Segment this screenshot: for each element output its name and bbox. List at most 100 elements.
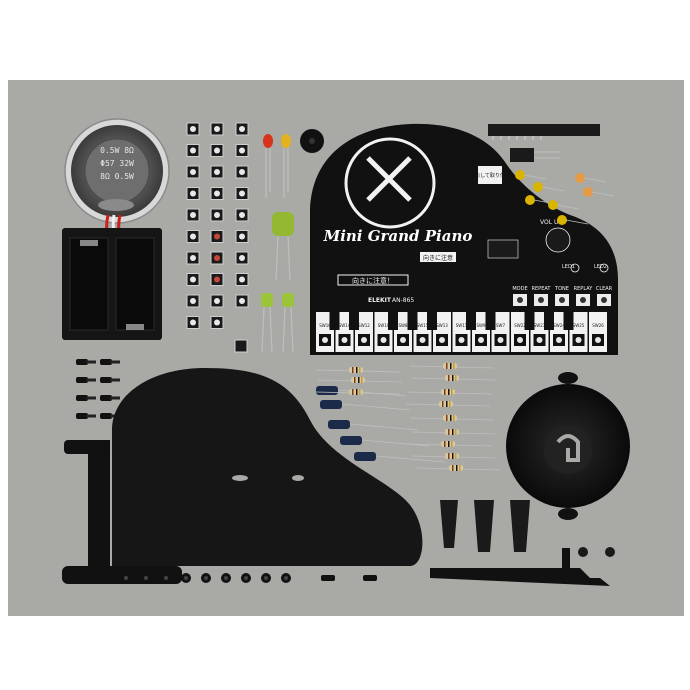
piano-case-base xyxy=(62,368,423,584)
screw xyxy=(100,413,112,419)
black-key xyxy=(466,312,476,330)
resistor-band xyxy=(450,363,452,369)
led2-label: LED2 xyxy=(594,264,607,270)
tactile-switch xyxy=(235,294,249,308)
led-red xyxy=(263,134,273,198)
resistor-band xyxy=(451,389,453,395)
ceramic-capacitor xyxy=(548,200,558,210)
speaker-label: 0.5W 8Ω Φ57 32W 8Ω 0.5W xyxy=(100,146,134,181)
tactile-switch xyxy=(235,187,249,200)
screw-shaft xyxy=(110,360,120,364)
board-brand: ELEKIT xyxy=(368,297,392,304)
resistor-band xyxy=(444,441,446,447)
key-switch-plunger xyxy=(478,337,484,343)
key-code-label: SW7 xyxy=(496,323,505,328)
resistor-band xyxy=(448,441,450,447)
screw xyxy=(363,575,377,581)
board-caution: 向きに注意！ xyxy=(352,276,394,285)
tactile-switch xyxy=(210,144,224,157)
key-switch-plunger xyxy=(517,337,523,343)
capacitor-lead xyxy=(523,174,547,180)
resistor-band xyxy=(442,401,444,407)
black-key xyxy=(524,312,535,330)
speaker-label-line2: Φ57 32W xyxy=(100,159,134,168)
key-code-label: SW23 xyxy=(534,323,546,328)
tactile-switch xyxy=(235,230,249,243)
screw-shaft xyxy=(86,360,96,364)
resistor-band xyxy=(452,375,454,381)
function-key-label: MODE xyxy=(512,286,527,292)
resistor-band xyxy=(453,363,455,369)
key-switch-plunger xyxy=(556,337,562,343)
speaker: 0.5W 8Ω Φ57 32W 8Ω 0.5W xyxy=(64,118,170,224)
resistor-band xyxy=(444,389,446,395)
resistor-band xyxy=(352,389,354,395)
capacitor-green-small-2 xyxy=(282,293,294,353)
resistor-band xyxy=(448,429,450,435)
nut-hole xyxy=(204,576,208,580)
ic-chip xyxy=(488,124,600,140)
ceramic-capacitor xyxy=(533,182,543,192)
screws xyxy=(76,359,377,581)
board-tape-warning: たおして取り付け xyxy=(470,172,510,179)
key-code-label: SW13 xyxy=(436,323,448,328)
tactile-switch xyxy=(186,122,200,136)
resistor-band xyxy=(452,429,454,435)
nut-hole xyxy=(144,576,148,580)
resistor-band xyxy=(450,415,452,421)
key-switch-plunger xyxy=(380,337,387,343)
key-switch-plunger xyxy=(595,337,601,343)
screw-shaft xyxy=(110,396,120,400)
tactile-switch xyxy=(235,251,249,265)
resistor-band xyxy=(359,367,361,373)
capacitor-green-large xyxy=(272,212,294,281)
key-code-label: SW24 xyxy=(553,323,565,328)
ceramic-capacitor xyxy=(575,173,585,183)
speaker-grille-print xyxy=(344,137,436,229)
tactile-switch xyxy=(210,187,224,200)
electrolytic-capacitor xyxy=(320,400,342,409)
black-key xyxy=(407,312,418,330)
speaker-label-line3: 8Ω 0.5W xyxy=(100,172,134,181)
tactile-switch xyxy=(210,273,224,286)
resistor-band xyxy=(452,453,454,459)
tactile-switch xyxy=(210,251,224,265)
resistor-band xyxy=(452,465,454,471)
key-code-label: SW10 xyxy=(378,323,390,328)
capacitor-lead xyxy=(541,186,565,192)
key-code-label: SW11 xyxy=(456,323,468,328)
function-key-plunger xyxy=(580,297,586,303)
function-key-plunger xyxy=(601,297,607,303)
screw xyxy=(100,359,112,365)
lid-stick xyxy=(430,548,610,586)
screw xyxy=(76,413,88,419)
key-code-label: SW9 xyxy=(476,323,485,328)
speaker-dome xyxy=(506,372,630,520)
screw xyxy=(100,395,112,401)
tactile-switch xyxy=(186,187,200,200)
key-switch-plunger xyxy=(341,337,348,343)
resistor-band xyxy=(449,401,451,407)
electrolytic-capacitor xyxy=(354,452,376,461)
key-code-label: SW16 xyxy=(319,323,331,328)
black-key xyxy=(388,312,398,330)
key-switch-plunger xyxy=(458,337,465,343)
resistor-band xyxy=(358,377,360,383)
black-key xyxy=(563,312,574,330)
tactile-switch xyxy=(186,230,200,243)
bottom-screws xyxy=(121,573,291,583)
capacitor-lead xyxy=(375,455,445,463)
resistor-band xyxy=(352,367,354,373)
tactile-switch xyxy=(235,273,249,286)
ceramic-capacitor xyxy=(525,195,535,205)
led-yellow xyxy=(281,134,291,198)
black-key xyxy=(544,312,554,330)
function-key-label: TONE xyxy=(554,286,569,292)
nut-hole xyxy=(244,576,248,580)
resistor-band xyxy=(455,375,457,381)
tactile-switch xyxy=(186,316,200,329)
speaker-label-line1: 0.5W 8Ω xyxy=(100,146,134,155)
capacitor-lead xyxy=(591,191,615,197)
tactile-switch xyxy=(186,165,200,179)
